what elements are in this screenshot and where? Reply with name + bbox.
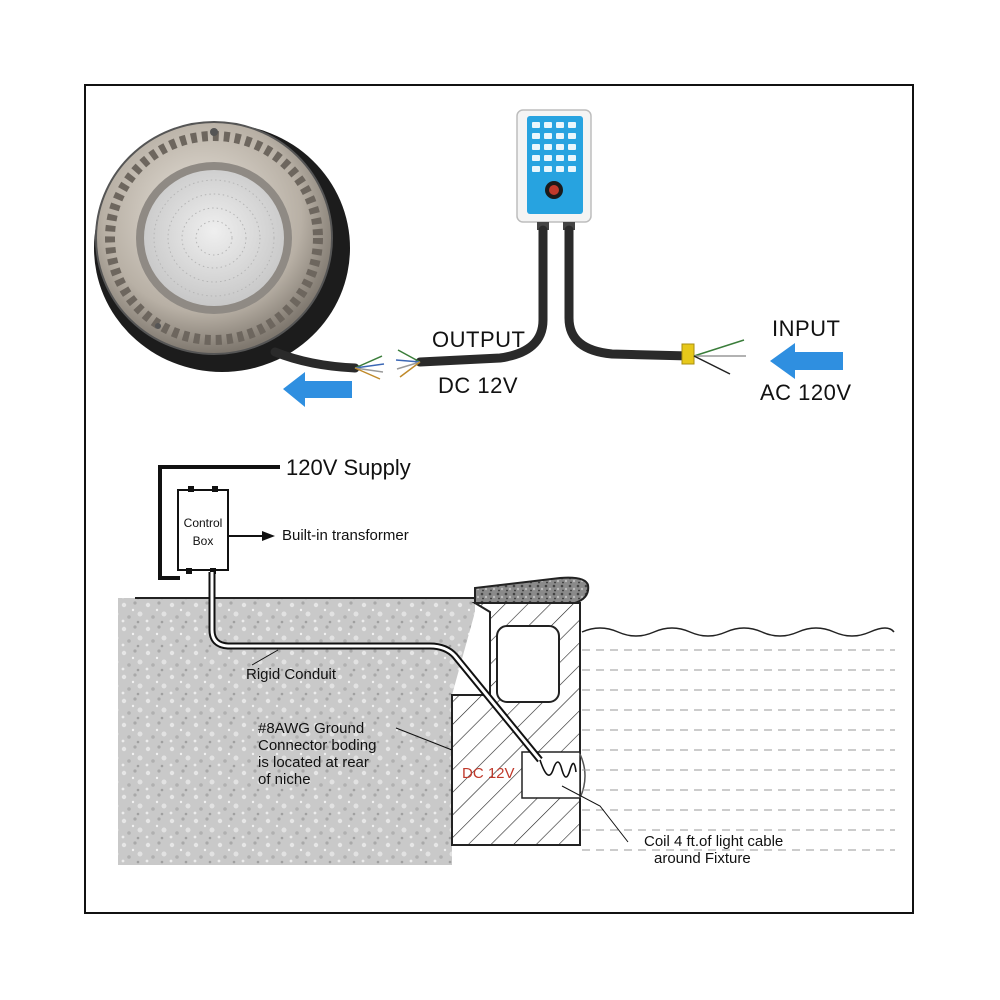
- conduit-label: Rigid Conduit: [246, 666, 337, 683]
- ground-leader: [395, 727, 453, 751]
- pool-coping: [474, 576, 590, 604]
- transformer-arrow-icon: [262, 531, 275, 541]
- input-arrow-icon: [770, 343, 843, 379]
- supply-wire: [158, 465, 280, 580]
- ground-note-line3: is located at rear: [258, 754, 369, 771]
- niche-voltage-label: DC 12V: [462, 765, 515, 782]
- transformer-label: Built-in transformer: [282, 527, 409, 544]
- control-box-label-line2: Box: [192, 534, 214, 548]
- control-box: [177, 486, 229, 574]
- input-cable: [564, 225, 695, 361]
- diagram-frame: [84, 84, 914, 914]
- coil-leader: [561, 785, 629, 843]
- wire-connector: [681, 343, 695, 365]
- junction-box-recess: [496, 625, 560, 703]
- input-wire-ends: [693, 339, 746, 375]
- rigid-conduit: [208, 572, 543, 763]
- ground-note-line1: #8AWG Ground: [258, 720, 365, 737]
- output-label: OUTPUT: [432, 327, 526, 352]
- pool-light-fixture: [94, 121, 350, 372]
- input-label: INPUT: [772, 316, 841, 341]
- input-voltage-label: AC 120V: [760, 380, 852, 405]
- ground-note-line2: Connector boding: [258, 737, 377, 754]
- coil-note-line2: around Fixture: [654, 850, 751, 867]
- fixture-wire-ends: [354, 355, 385, 380]
- pool-water: [581, 627, 895, 851]
- cable-coil: [539, 759, 577, 778]
- light-lens: [579, 753, 586, 799]
- output-arrow-icon: [283, 372, 352, 407]
- controller-unit: [516, 109, 592, 230]
- supply-label: 120V Supply: [286, 455, 411, 480]
- output-cable: [415, 225, 548, 367]
- conduit-leader: [251, 649, 279, 666]
- output-wire-ends: [395, 349, 421, 378]
- coil-note-line1: Coil 4 ft.of light cable: [644, 833, 784, 850]
- fixture-cable: [270, 347, 360, 373]
- output-voltage-label: DC 12V: [438, 373, 519, 398]
- ground-note-line4: of niche: [258, 771, 311, 788]
- control-box-label-line1: Control: [183, 516, 223, 530]
- ground-soil: [118, 598, 475, 865]
